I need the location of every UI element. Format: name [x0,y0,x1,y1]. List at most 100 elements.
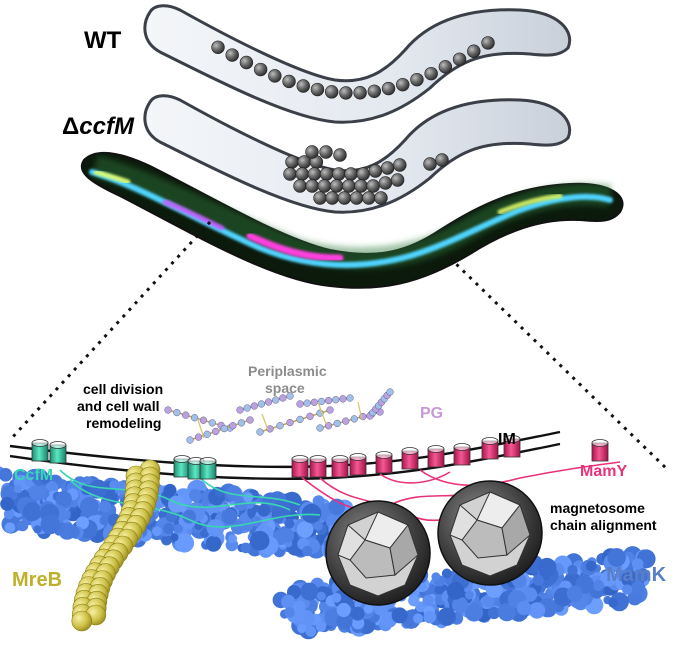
cylinder-protein-icon [481,437,499,445]
magnetosome-bead [452,52,467,66]
filament-subunit [205,535,222,552]
mamk-subunit [441,568,452,579]
mamk-subunit [608,598,618,608]
pg-sugar [342,417,350,425]
magnetosome-bead [423,157,437,171]
magnetosome-bead [396,77,410,92]
mamk-subunit [631,558,644,570]
protein-linkers [59,461,621,528]
mamk-subunit [437,607,456,626]
filament-subunit [168,495,186,513]
mamk-subunit [336,613,353,630]
mamk-subunit [482,594,495,608]
cylinder-protein-icon [291,455,309,463]
pg-sugar [316,424,324,432]
cylinder-protein-icon [309,455,327,463]
pg-sugar [229,422,237,430]
membrane-proteins [31,435,609,480]
filament-subunit [0,468,13,482]
filament-subunit [313,521,323,531]
magnetosome-bead [378,176,393,190]
mamk-subunit [497,603,516,622]
cylinder-protein-icon [427,445,445,453]
cylinder-protein-icon [331,455,349,463]
mamk-subunit [363,603,374,614]
magnetosome-bead [253,62,268,77]
pg-sugar [186,436,194,444]
cylinder-protein-icon [199,457,217,465]
filament-subunit [4,522,16,533]
mamk-subunit [434,586,443,595]
pg-sugar [250,402,258,410]
mamk-subunit [292,600,306,614]
pg-sugar [220,424,228,433]
pg-sugar [339,395,347,403]
magnetosome-bead [366,179,380,193]
filament-subunit [221,508,238,525]
pg-crosslink [261,413,269,431]
filament-subunit [182,509,197,524]
magnetosome-bead [353,86,367,100]
filament-subunit [152,526,162,537]
magnetosome-bead [438,60,453,74]
fluorescence-magenta-signal-2 [162,199,225,231]
mamk-subunit [600,570,617,587]
cylinder-protein-icon [31,439,49,447]
pg-crosslink [197,419,205,439]
cylinder-protein-icon [49,441,67,449]
magnetosome-bead [285,155,299,169]
filament-subunit [80,497,99,516]
magnetosome-bead [368,164,383,178]
filament-subunit [39,472,51,484]
pg-sugar [332,396,340,404]
magnetosome-bead [344,167,358,181]
mamk-subunit [316,591,326,601]
filament-subunit [88,479,108,499]
peptidoglycan-lattice [164,388,394,444]
pg-label: PG [420,405,443,422]
pg-sugar [346,394,354,402]
mamk-subunit [585,560,597,572]
pg-sugar [236,406,244,414]
filament-subunit [22,502,42,522]
pg-sugar [194,433,203,441]
filament-subunit [28,484,46,501]
pg-sugar [246,416,254,424]
magnetosome-bead [296,79,310,93]
mutant-gene: ccfM [79,113,135,140]
filament-subunit [99,515,109,526]
mamk-subunit [464,603,484,622]
mamk-subunit [315,621,327,632]
magnetosome-bead [349,191,364,205]
magnetosome-bead [268,69,282,83]
mamk-subunit [451,596,469,614]
mamk-subunit [305,626,317,637]
mamk-subunit [622,584,633,595]
ccfm-label: CcfM [14,467,53,484]
magnetosome-bead [435,153,449,167]
pg-sugar [182,411,190,419]
wt-cell [143,4,572,124]
fluorescence-yellow-signal [497,193,563,215]
magnetosome-bead [424,66,438,81]
magnetosome-bead [313,191,327,205]
filament-subunit [0,496,15,511]
pg-sugar [243,404,251,412]
filament-subunit [225,485,242,502]
filament-subunit [163,483,177,497]
mamk-subunit [566,585,583,602]
pg-sugar [190,414,199,422]
mutant-label: ΔccfM [62,113,135,140]
mamk-subunit [281,594,296,610]
cell-division-label-line2: and cell wall [77,398,159,414]
filament-subunit [301,503,322,524]
mamk-subunit [373,602,387,616]
filament-subunit [263,492,277,506]
filament-subunit [206,519,225,537]
magnetosome-bead [211,40,225,54]
pg-sugar [272,396,280,404]
magnetosome-bead [307,167,322,181]
pg-sugar [164,406,172,414]
cylinder-protein-icon [349,453,367,461]
